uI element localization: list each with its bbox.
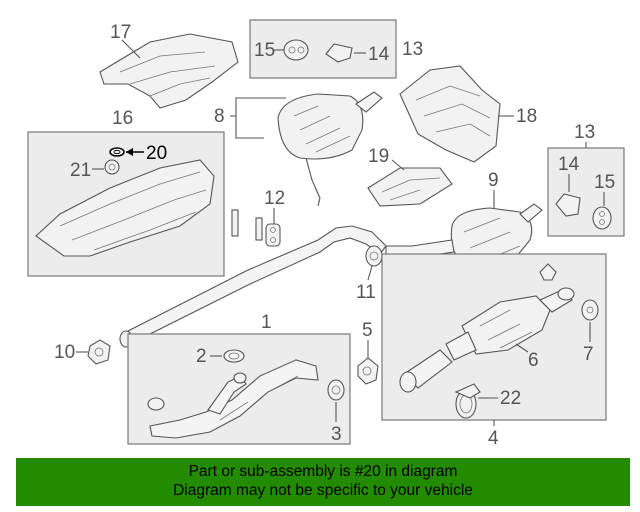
info-banner: Part or sub-assembly is #20 in diagram D… — [16, 458, 630, 506]
washer-20[interactable] — [109, 147, 125, 157]
callout-14-right: 14 — [558, 154, 580, 175]
callout-13-top: 13 — [402, 39, 423, 60]
leader-8 — [230, 97, 286, 139]
gasket-10[interactable] — [87, 339, 111, 365]
callout-11: 11 — [356, 282, 376, 303]
hanger-7[interactable] — [581, 299, 599, 321]
leader-19 — [391, 159, 405, 171]
heat-shield-18[interactable] — [399, 65, 501, 163]
hanger-3[interactable] — [327, 379, 345, 401]
hanger-top-4[interactable] — [539, 263, 557, 281]
callout-15-right: 15 — [594, 172, 615, 193]
callout-14-top: 14 — [368, 44, 390, 65]
callout-13-right: 13 — [574, 122, 595, 143]
leader-17 — [121, 39, 141, 59]
callout-7: 7 — [583, 344, 594, 365]
callout-10: 10 — [54, 342, 75, 363]
center-muffler-8[interactable] — [277, 91, 383, 207]
clamp-22[interactable] — [454, 383, 481, 419]
callout-2: 2 — [196, 346, 207, 367]
hanger-12[interactable] — [265, 223, 281, 247]
leader-11 — [367, 265, 373, 281]
gasket-2[interactable] — [223, 349, 245, 363]
callout-5: 5 — [362, 320, 373, 341]
bolt-8a[interactable] — [231, 209, 239, 237]
callout-21: 21 — [70, 160, 91, 181]
bracket-14-right[interactable] — [555, 193, 581, 217]
callout-22: 22 — [500, 388, 521, 409]
group-box-13-top — [249, 19, 397, 79]
callout-3: 3 — [331, 424, 342, 445]
callout-6: 6 — [528, 350, 539, 371]
callout-19: 19 — [368, 146, 389, 167]
heat-shield-19[interactable] — [367, 167, 453, 207]
hanger-15-top[interactable] — [283, 39, 309, 61]
callout-18: 18 — [516, 106, 537, 127]
callout-1: 1 — [261, 312, 272, 333]
hanger-15-right[interactable] — [592, 206, 612, 230]
callout-8: 8 — [214, 106, 225, 127]
nut-21[interactable] — [104, 159, 120, 175]
arrow-20 — [126, 148, 133, 156]
callout-9: 9 — [488, 170, 499, 191]
callout-17: 17 — [110, 22, 131, 43]
exhaust-parts-diagram: 17 15 14 13 8 18 16 21 — [27, 19, 625, 449]
callout-12: 12 — [264, 188, 285, 209]
callout-4: 4 — [488, 428, 499, 449]
leader-6 — [515, 343, 529, 353]
gasket-5[interactable] — [357, 357, 379, 385]
callout-20: 20 — [146, 143, 167, 164]
heat-shield-16[interactable] — [35, 159, 215, 257]
catalytic-converter-6[interactable] — [399, 287, 575, 393]
callout-15-top: 15 — [254, 40, 275, 61]
bolt-8b[interactable] — [255, 217, 263, 241]
banner-line-2: Diagram may not be specific to your vehi… — [173, 482, 473, 499]
heat-shield-17[interactable] — [99, 33, 239, 109]
banner-line-1: Part or sub-assembly is #20 in diagram — [188, 463, 458, 480]
callout-16: 16 — [112, 108, 133, 129]
bracket-14-top[interactable] — [325, 43, 353, 63]
gasket-11[interactable] — [365, 245, 383, 267]
front-pipe-1[interactable] — [147, 359, 319, 439]
group-box-13-right — [547, 147, 625, 237]
